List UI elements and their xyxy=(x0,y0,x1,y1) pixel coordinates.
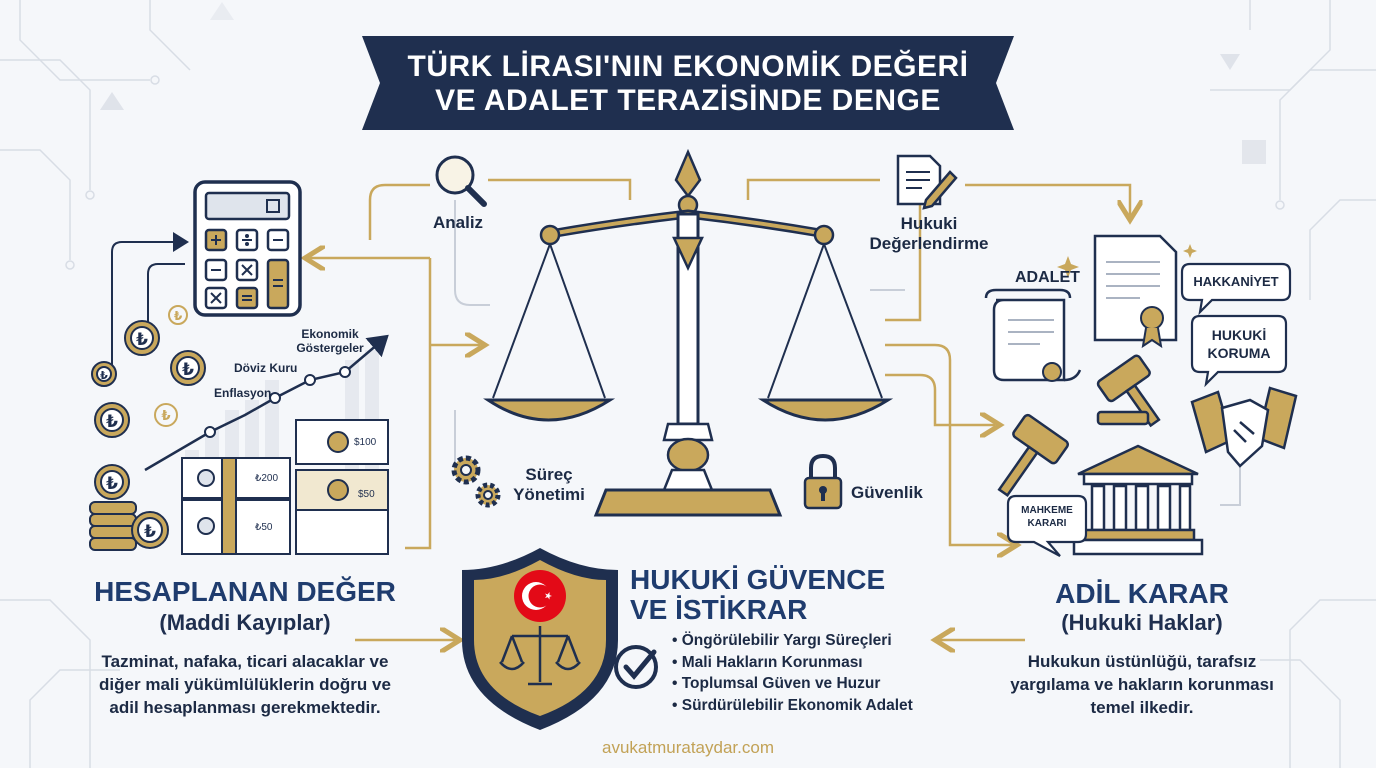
bubble-mahkeme-karari: MAHKEME KARARI xyxy=(1008,504,1086,530)
label-surec-yonetimi: Süreç Yönetimi xyxy=(508,465,590,505)
shield-icon xyxy=(462,548,618,730)
label-analiz: Analiz xyxy=(433,213,484,232)
left-description: Tazminat, nafaka, ticari alacaklar ve di… xyxy=(50,650,440,719)
bubble-hukuki-koruma-line2: KORUMA xyxy=(1207,345,1271,361)
svg-text:₺: ₺ xyxy=(144,522,156,542)
bullet-item: Mali Hakların Korunması xyxy=(672,652,913,674)
label-ekonomik-gostergeler: Ekonomik Göstergeler xyxy=(290,327,370,355)
svg-text:₺: ₺ xyxy=(100,369,108,382)
coin-stack xyxy=(89,501,169,551)
right-description: Hukukun üstünlüğü, tarafsız yargılama ve… xyxy=(970,650,1314,719)
bubble-hukuki-koruma-line1: HUKUKİ xyxy=(1211,327,1267,343)
left-desc-line2: diğer mali yükümlülüklerin doğru ve xyxy=(99,675,391,694)
bubble-mahkeme-line1: MAHKEME xyxy=(1021,505,1073,516)
label-adalet: ADALET xyxy=(1015,269,1080,286)
label-doviz-kuru: Döviz Kuru xyxy=(234,361,298,375)
connector-lines xyxy=(310,178,1130,640)
svg-text:₺: ₺ xyxy=(182,360,194,380)
label-ekonomik-line1: Ekonomik xyxy=(301,327,359,341)
title-ribbon xyxy=(362,36,1014,130)
right-desc-line2: yargılama ve hakların korunması xyxy=(1010,675,1274,694)
svg-text:₺: ₺ xyxy=(106,474,118,494)
right-desc-line3: temel ilkedir. xyxy=(1090,698,1194,717)
bubble-mahkeme-line2: KARARI xyxy=(1027,518,1067,529)
check-icon xyxy=(614,645,658,689)
banknote-stacks xyxy=(181,419,389,555)
bubble-hukuki-koruma: HUKUKİ KORUMA xyxy=(1192,326,1286,362)
bullet-item: Öngörülebilir Yargı Süreçleri xyxy=(672,630,913,652)
label-guvenlik: Güvenlik xyxy=(851,483,923,502)
svg-text:₺: ₺ xyxy=(174,309,183,323)
svg-text:₺: ₺ xyxy=(136,330,148,350)
banknote-100-label: $100 xyxy=(354,437,377,448)
handshake-icon xyxy=(1190,386,1298,468)
title-line-2: VE ADALET TERAZİSİNDE DENGE xyxy=(435,84,941,117)
lira-coin-icon xyxy=(89,305,206,551)
title-banner: TÜRK LİRASI'NIN EKONOMİK DEĞERİ VE ADALE… xyxy=(362,34,1014,130)
banknote-200-label: ₺200 xyxy=(255,473,279,484)
bullet-item: Toplumsal Güven ve Huzur xyxy=(672,673,913,695)
certificate-document xyxy=(1093,234,1178,349)
svg-text:₺: ₺ xyxy=(161,409,170,424)
trend-points xyxy=(204,366,351,438)
sparkles xyxy=(1057,244,1197,278)
bullet-item: Sürdürülebilir Ekonomik Adalet xyxy=(672,695,913,717)
courthouse-icon xyxy=(1072,444,1204,556)
magnifier-icon xyxy=(435,155,487,207)
label-ekonomik-line2: Göstergeler xyxy=(296,341,364,355)
speech-bubbles xyxy=(1006,262,1292,557)
label-surec-line1: Süreç xyxy=(525,465,573,484)
scales-icon xyxy=(483,148,894,517)
connector-lines-grey xyxy=(454,200,1241,506)
center-title-line1: HUKUKİ GÜVENCE xyxy=(630,564,886,595)
left-subtitle: (Maddi Kayıplar) xyxy=(159,610,331,635)
scroll-document xyxy=(984,288,1082,382)
label-hukuki-degerlendirme: Hukuki Değerlendirme xyxy=(860,214,998,254)
gavel-icon xyxy=(997,354,1161,498)
center-bullet-list: Öngörülebilir Yargı Süreçleri Mali Hakla… xyxy=(672,630,913,716)
flow-arrows-left xyxy=(111,232,189,368)
right-desc-line1: Hukukun üstünlüğü, tarafsız xyxy=(1027,652,1257,671)
padlock-icon xyxy=(803,453,843,510)
svg-text:₺: ₺ xyxy=(106,412,118,432)
left-desc-line1: Tazminat, nafaka, ticari alacaklar ve xyxy=(101,652,389,671)
right-subtitle: (Hukuki Haklar) xyxy=(1061,610,1223,635)
gears-icon xyxy=(451,455,501,508)
label-enflasyon: Enflasyon xyxy=(214,386,272,400)
document-pen-icon xyxy=(896,154,958,210)
title-line-1: TÜRK LİRASI'NIN EKONOMİK DEĞERİ xyxy=(407,50,969,83)
right-title: ADİL KARAR xyxy=(1055,578,1229,609)
label-hukuki-line1: Hukuki xyxy=(900,214,958,233)
banknote-50tl-label: ₺50 xyxy=(255,522,273,533)
lira-glyphs: ₺ ₺ ₺ ₺ ₺ ₺ ₺ ₺ xyxy=(100,309,194,542)
bubble-hakkaniyet: HAKKANİYET xyxy=(1193,274,1279,289)
decor-triangles xyxy=(100,2,1266,164)
center-title-line2: VE İSTİKRAR xyxy=(630,594,808,625)
footer-website: avukatmurataydar.com xyxy=(602,738,774,757)
left-desc-line3: adil hesaplanması gerekmektedir. xyxy=(109,698,381,717)
label-hukuki-line2: Değerlendirme xyxy=(869,234,989,253)
calculator-icon xyxy=(193,180,302,317)
center-title: HUKUKİ GÜVENCE VE İSTİKRAR xyxy=(630,565,885,625)
title-text: TÜRK LİRASI'NIN EKONOMİK DEĞERİ VE ADALE… xyxy=(362,50,1014,118)
banknote-50-label: $50 xyxy=(358,489,375,500)
label-surec-line2: Yönetimi xyxy=(513,485,585,504)
left-title: HESAPLANAN DEĞER xyxy=(94,576,396,607)
